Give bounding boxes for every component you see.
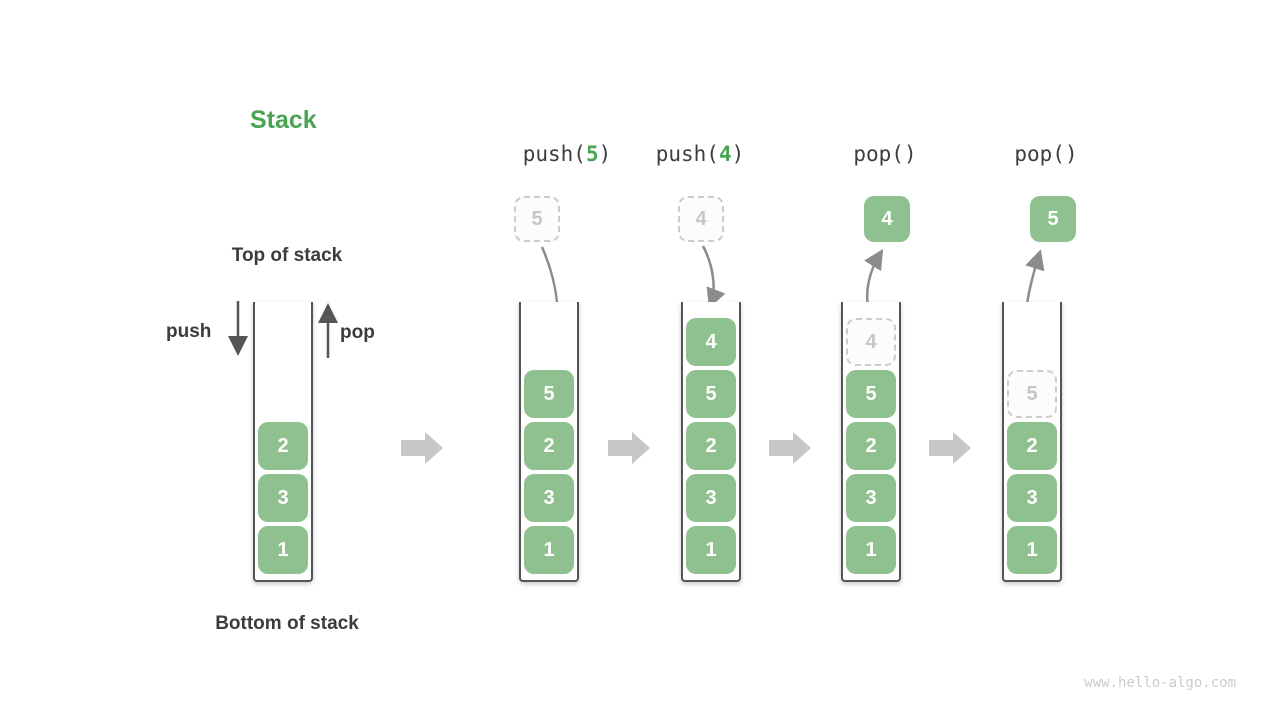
stack-item: 3	[524, 474, 574, 522]
operation-suffix: )	[731, 142, 745, 166]
bottom-of-stack-label: Bottom of stack	[215, 613, 359, 634]
floating-box: 5	[514, 196, 560, 242]
floating-box: 4	[864, 196, 910, 242]
stack-item: 1	[1007, 526, 1057, 574]
next-step-arrow-icon	[929, 432, 971, 464]
operation-argument: 4	[718, 142, 732, 166]
stack-item: 3	[686, 474, 736, 522]
stack-item: 4	[686, 318, 736, 366]
stack-item: 1	[686, 526, 736, 574]
push-motion-arrow-icon	[701, 245, 726, 309]
stack-item: 3	[846, 474, 896, 522]
stack-item: 2	[686, 422, 736, 470]
operation-suffix: )	[903, 142, 917, 166]
stack-item: 2	[846, 422, 896, 470]
stack-item: 3	[1007, 474, 1057, 522]
next-step-arrow-icon	[401, 432, 443, 464]
next-step-arrow-icon	[608, 432, 650, 464]
pop-label: pop	[340, 322, 375, 343]
stack-item: 5	[846, 370, 896, 418]
stack-item: 1	[524, 526, 574, 574]
stack-item: 3	[258, 474, 308, 522]
operation-prefix: push(	[522, 142, 586, 166]
next-step-arrow-icon	[769, 432, 811, 464]
operation-label: pop()	[936, 142, 1156, 166]
stack-item: 4	[846, 318, 896, 366]
operation-prefix: pop(	[1014, 142, 1065, 166]
operation-label: push(5)	[457, 142, 677, 166]
operation-suffix: )	[598, 142, 612, 166]
stack-item: 5	[1007, 370, 1057, 418]
push-label: push	[166, 321, 212, 342]
stack-item: 2	[1007, 422, 1057, 470]
operation-prefix: push(	[655, 142, 719, 166]
operation-suffix: )	[1064, 142, 1078, 166]
watermark: www.hello-algo.com	[1084, 675, 1236, 691]
operation-label: push(4)	[590, 142, 810, 166]
floating-box: 4	[678, 196, 724, 242]
top-of-stack-label: Top of stack	[231, 245, 343, 266]
stack-item: 5	[686, 370, 736, 418]
diagram-title: Stack	[250, 106, 317, 134]
stack-item: 5	[524, 370, 574, 418]
stack-item: 2	[258, 422, 308, 470]
stack-item: 1	[846, 526, 896, 574]
stack-item: 2	[524, 422, 574, 470]
operation-prefix: pop(	[853, 142, 904, 166]
floating-box: 5	[1030, 196, 1076, 242]
stack-item: 1	[258, 526, 308, 574]
operation-argument: 5	[585, 142, 599, 166]
operation-label: pop()	[775, 142, 995, 166]
